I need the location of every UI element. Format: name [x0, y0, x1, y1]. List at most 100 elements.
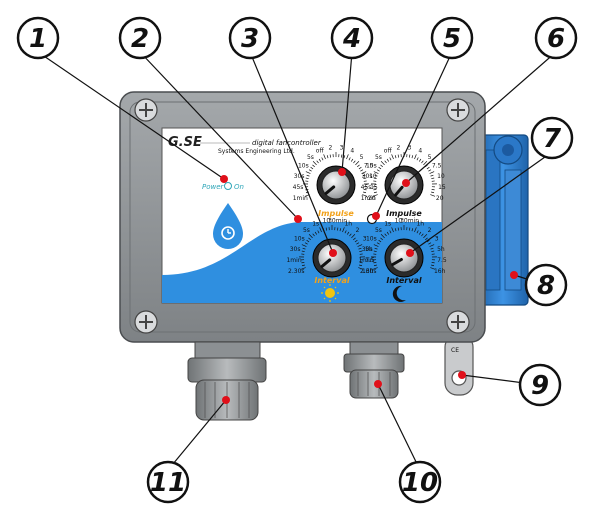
dial-tick-label: 10	[437, 173, 445, 180]
dial-tick-label: 15	[438, 184, 446, 191]
dial-tick-label: 30s	[294, 173, 305, 180]
dial-tick	[373, 244, 379, 247]
dial-tick	[363, 177, 367, 180]
callout-9: 9	[518, 363, 562, 407]
dial-tick	[425, 237, 428, 241]
knob-pointer	[394, 185, 404, 197]
dial-tick-label: 1min	[358, 257, 373, 264]
dial-tick	[305, 177, 309, 180]
dial-tick-label: 10s	[366, 236, 377, 243]
dial-tick	[431, 177, 435, 180]
dial-tick	[319, 227, 322, 233]
dial-tick-label: 30s	[290, 246, 301, 253]
dial-tick	[373, 171, 379, 174]
dial-tick	[357, 164, 360, 168]
dial-tick	[394, 228, 397, 232]
dial-tick-label: 2.30s	[360, 268, 377, 275]
knob-pointer	[324, 185, 336, 195]
dial-tick	[301, 264, 305, 267]
callout-6: 6	[534, 16, 578, 60]
dial-tick	[431, 250, 435, 253]
dial-tick	[394, 155, 397, 159]
screw-icon	[446, 98, 470, 122]
dial-tick	[428, 169, 432, 172]
dial-tick	[358, 166, 362, 170]
dial-label: Impulse	[318, 209, 354, 218]
dial-tick-label: 7.5	[364, 163, 374, 170]
dial-tick	[380, 164, 383, 168]
dial-tick-label: 10s	[298, 163, 309, 170]
dial-tick	[362, 194, 368, 197]
dial-tick	[305, 171, 311, 174]
dial-tick	[373, 177, 377, 180]
callout-number: 3	[241, 24, 259, 54]
dial-tick	[411, 228, 414, 232]
dial-tick-label: 4	[418, 148, 422, 155]
callout-5: 5	[430, 16, 474, 60]
callout-markers	[220, 168, 518, 404]
dial-tick	[373, 264, 377, 267]
dial-tick	[423, 161, 428, 166]
dial-tick	[414, 227, 417, 233]
dial-tick	[378, 166, 382, 170]
dial-tick-label: 45s	[361, 184, 372, 191]
dial-tick	[362, 174, 366, 177]
callout-number: 2	[131, 24, 149, 54]
dial-tick-label: 7.5	[365, 257, 375, 264]
callout-number: 7	[543, 124, 562, 154]
dial-tick-label: 20	[368, 195, 376, 202]
on-label: On	[234, 183, 244, 191]
dial-tick-label: 1min	[286, 257, 301, 264]
callout-number: 1	[29, 24, 47, 54]
dial-tick	[346, 154, 349, 160]
dial-tick-label: 1s	[312, 221, 319, 228]
dial-tick-label: 7.5	[432, 163, 442, 170]
brand-logo: G.SE	[168, 135, 202, 150]
dial-tick	[372, 267, 378, 270]
dial-tick-label: 3	[435, 236, 439, 243]
dial-tick-label: 5s	[307, 154, 314, 161]
dial-tick-label: 30s	[362, 173, 373, 180]
screw-icon	[134, 310, 158, 334]
dial-tick-label: off	[316, 148, 325, 155]
dial-tick	[336, 227, 339, 231]
dial-label: Interval	[386, 276, 421, 285]
dial-tick	[430, 174, 434, 177]
dial-tick	[416, 230, 419, 234]
callout-11: 11	[146, 460, 190, 504]
dial-tick	[429, 244, 435, 247]
dial-tick-label: 5s	[375, 154, 382, 161]
dial-tick-label: 4	[350, 148, 354, 155]
dial-tick-label: 2	[396, 144, 400, 151]
knob-cap[interactable]	[389, 243, 419, 273]
dial-tick	[312, 233, 315, 237]
dial-tick	[418, 231, 422, 235]
dial-tick	[349, 233, 352, 237]
dial-tick	[318, 158, 322, 162]
dial-tick	[351, 234, 356, 239]
dial-tick	[361, 171, 367, 174]
screw-icon	[446, 310, 470, 334]
dial-tick	[348, 157, 351, 161]
dial-tick	[376, 242, 380, 245]
corner-screws	[134, 98, 470, 334]
dial-tick-label: 1s	[384, 221, 391, 228]
cable-gland-small	[343, 341, 405, 399]
dial-tick	[373, 191, 377, 194]
leader-lines	[37, 51, 557, 471]
dial-tick	[391, 227, 394, 233]
dial-tick	[378, 239, 382, 243]
dial-tick	[411, 155, 414, 159]
callout-10: 10	[398, 460, 442, 504]
dial-tick	[389, 230, 392, 234]
dial-tick-label: 2.30s	[288, 268, 305, 275]
dial-tick	[304, 242, 308, 245]
dial-tick-label: 15	[370, 184, 378, 191]
dial-tick	[357, 244, 363, 247]
dial-tick-label: 3	[340, 144, 344, 151]
